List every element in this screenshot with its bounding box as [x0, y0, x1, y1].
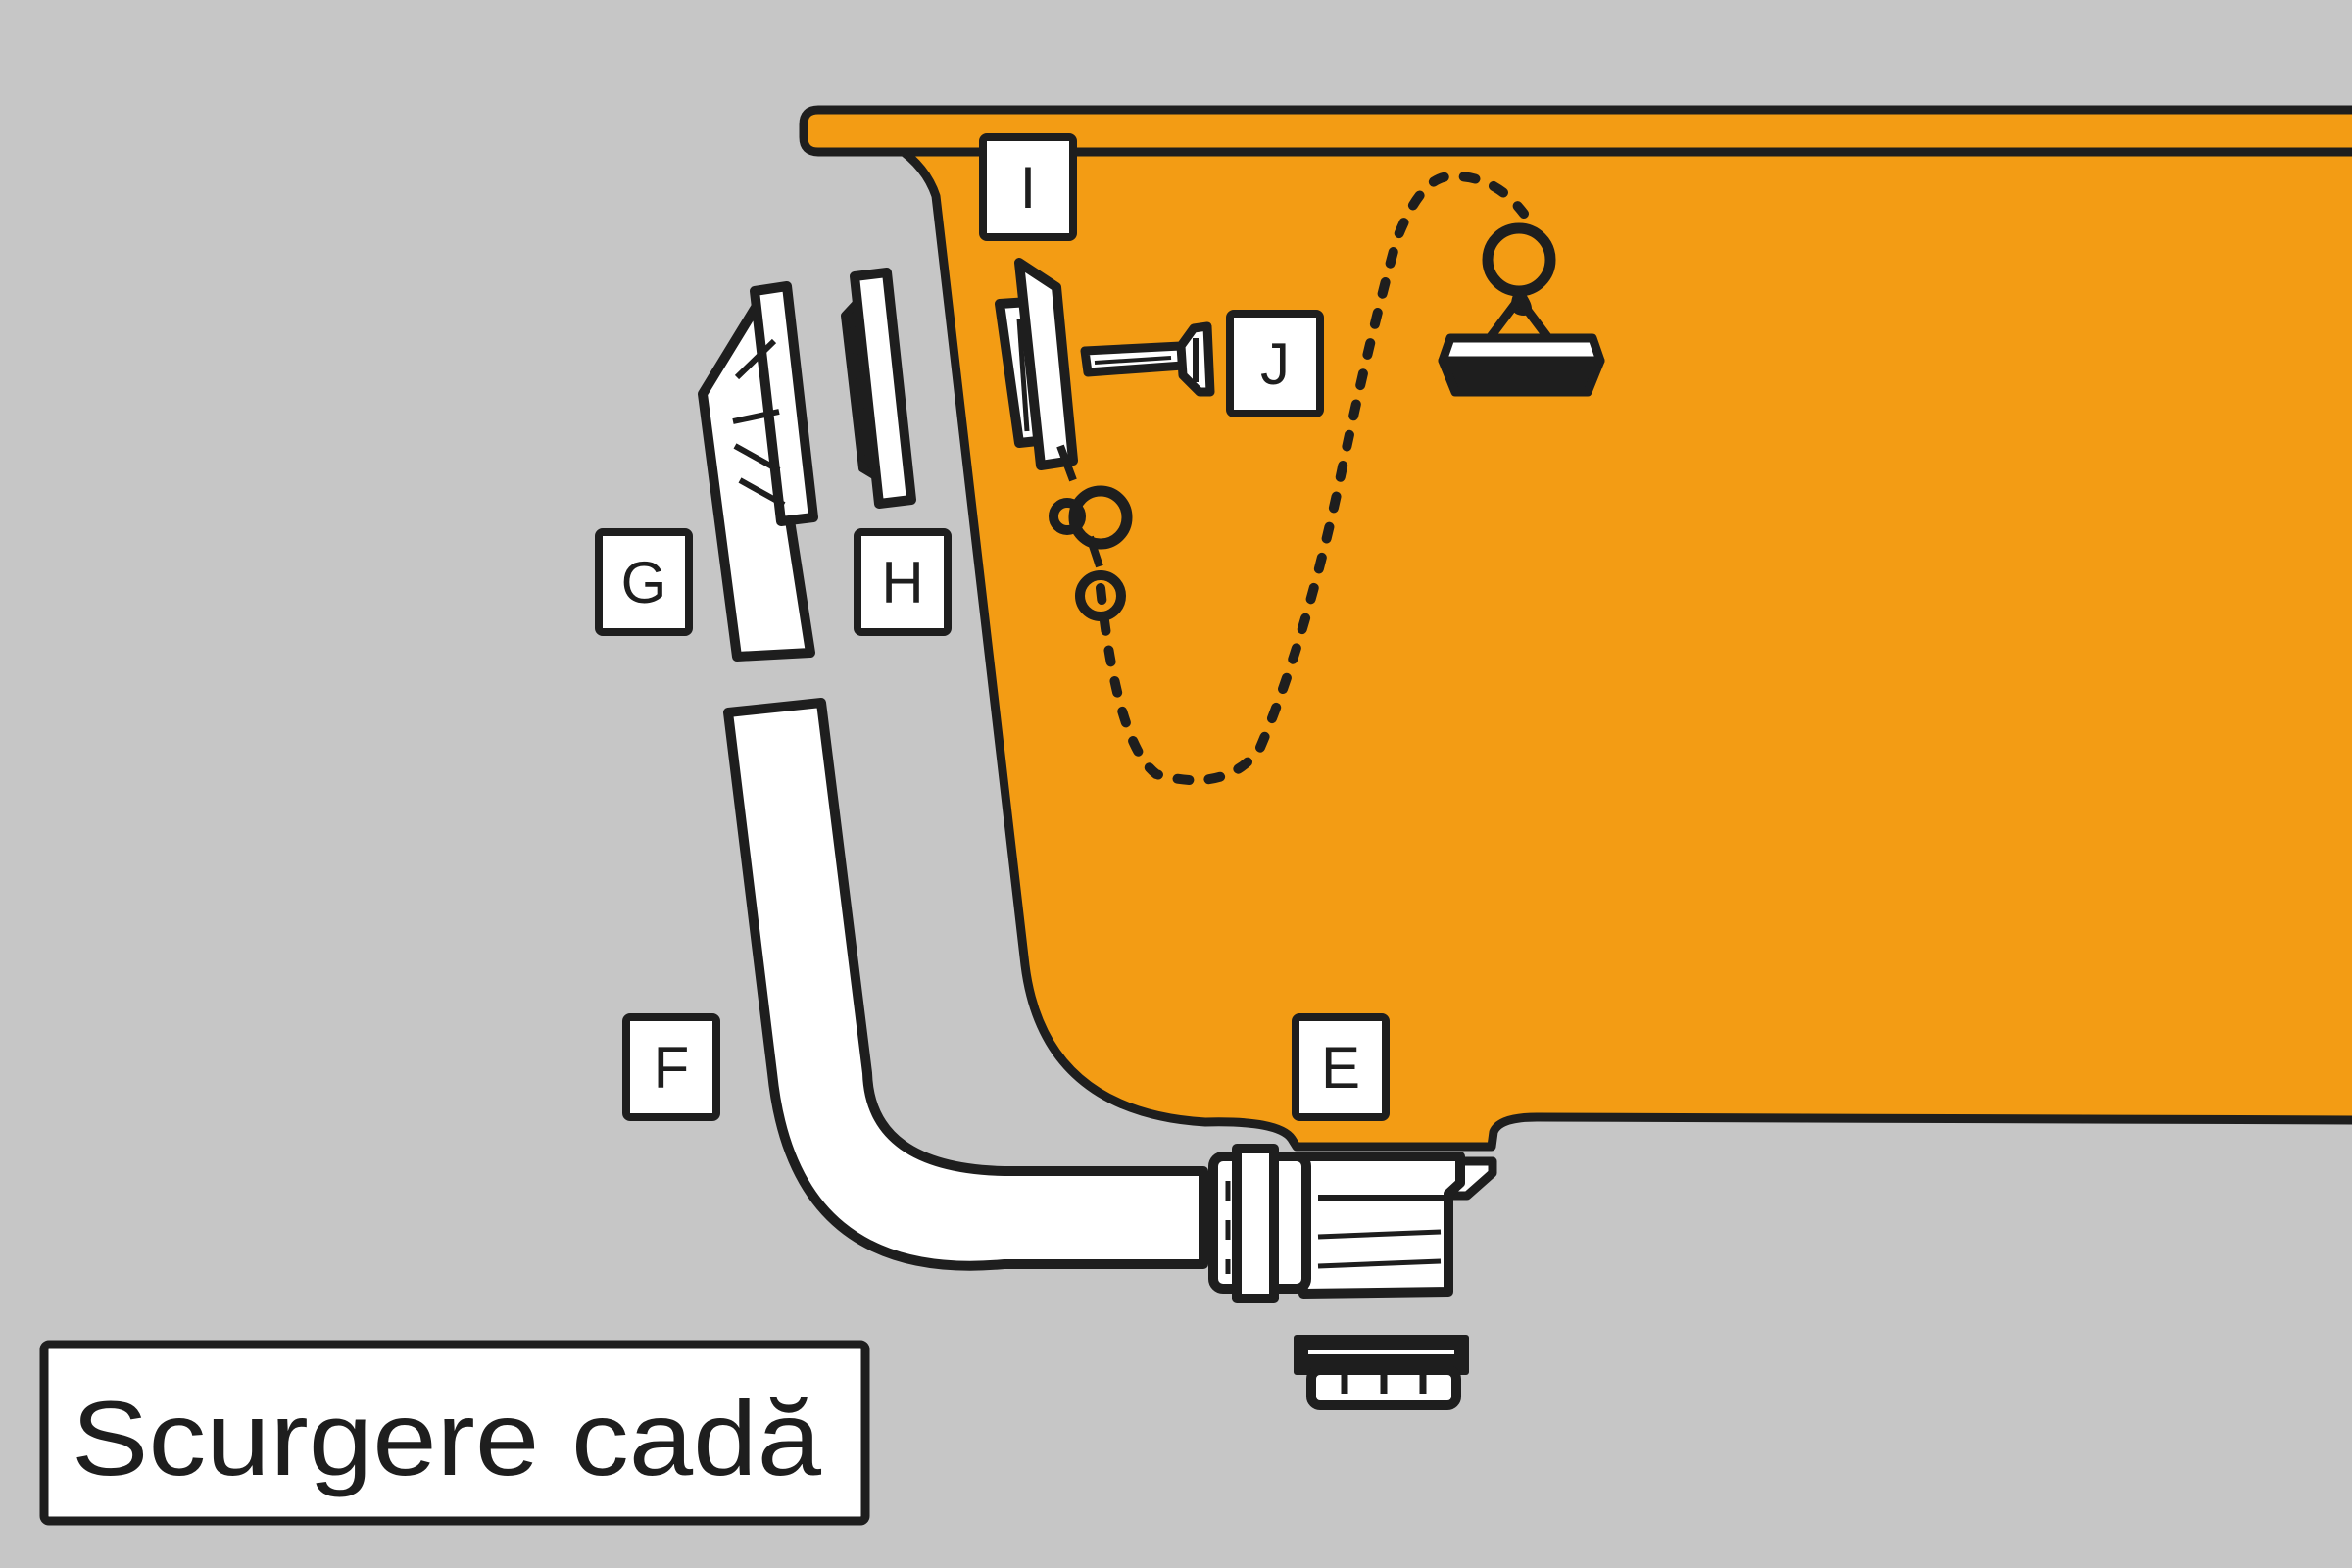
drain-pipe-F [723, 698, 1208, 1271]
title-box: Scurgere cadă [39, 1340, 870, 1526]
overflow-pipe-rib [732, 409, 780, 424]
overflow-pipe-body [698, 301, 815, 662]
label-H-box [854, 528, 952, 636]
plug-chain-hook [1056, 444, 1077, 482]
label-I: I [979, 133, 1077, 241]
label-J: J [1226, 310, 1324, 417]
label-I-box [979, 133, 1077, 241]
screw-thread-line [1094, 356, 1172, 365]
label-E: E [1292, 1013, 1390, 1121]
plug-chain-ring [1049, 498, 1086, 535]
label-F-box [622, 1013, 720, 1121]
bath-plug [1438, 222, 1605, 397]
overflow-pipe-rib [733, 443, 781, 473]
drain-valve-E [1208, 1144, 1497, 1303]
drain-valve-outlet [1292, 1152, 1465, 1298]
overflow-cover-line [1016, 318, 1030, 432]
label-F-text: F [654, 1035, 690, 1101]
plug-chain-links [1096, 171, 1529, 786]
overflow-pipe-G [698, 281, 818, 662]
plug-chain-link [1086, 535, 1103, 568]
label-F: F [622, 1013, 720, 1121]
label-I-text: I [1020, 155, 1037, 220]
bathtub-rim [799, 105, 2352, 157]
plug-chain-ring [1075, 570, 1126, 621]
label-G-box [595, 528, 693, 636]
drain-valve-thread [1317, 1229, 1442, 1240]
overflow-pipe-rib [734, 338, 777, 380]
label-H: H [854, 528, 952, 636]
overflow-cover-front [1014, 258, 1078, 470]
drain-pipe [723, 698, 1208, 1271]
label-J-text: J [1260, 331, 1290, 397]
gasket-H [841, 268, 916, 509]
label-G-text: G [621, 550, 667, 615]
title-box-frame [39, 1340, 870, 1526]
page-title: Scurgere cadă [72, 1379, 822, 1497]
bath-plug-ring [1482, 222, 1556, 297]
overflow-pipe-rib [738, 477, 786, 508]
strainer-cap [1294, 1335, 1469, 1410]
bathtub [799, 105, 2352, 1152]
bath-plug-body [1438, 356, 1605, 397]
label-E-text: E [1321, 1035, 1360, 1101]
bath-plug-arms [1486, 294, 1552, 341]
plug-chain-ring [1068, 485, 1133, 550]
gasket-body [850, 268, 916, 509]
screw-J [1080, 321, 1215, 397]
label-E-box [1292, 1013, 1390, 1121]
plug-chain [1049, 171, 1529, 786]
drain-valve-thread [1317, 1258, 1442, 1269]
label-J-box [1226, 310, 1324, 417]
bathtub-body [892, 142, 2352, 1152]
label-H-text: H [881, 550, 923, 615]
label-G: G [595, 528, 693, 636]
overflow-cover-I [995, 258, 1078, 470]
drain-nut-collar [1232, 1144, 1279, 1303]
